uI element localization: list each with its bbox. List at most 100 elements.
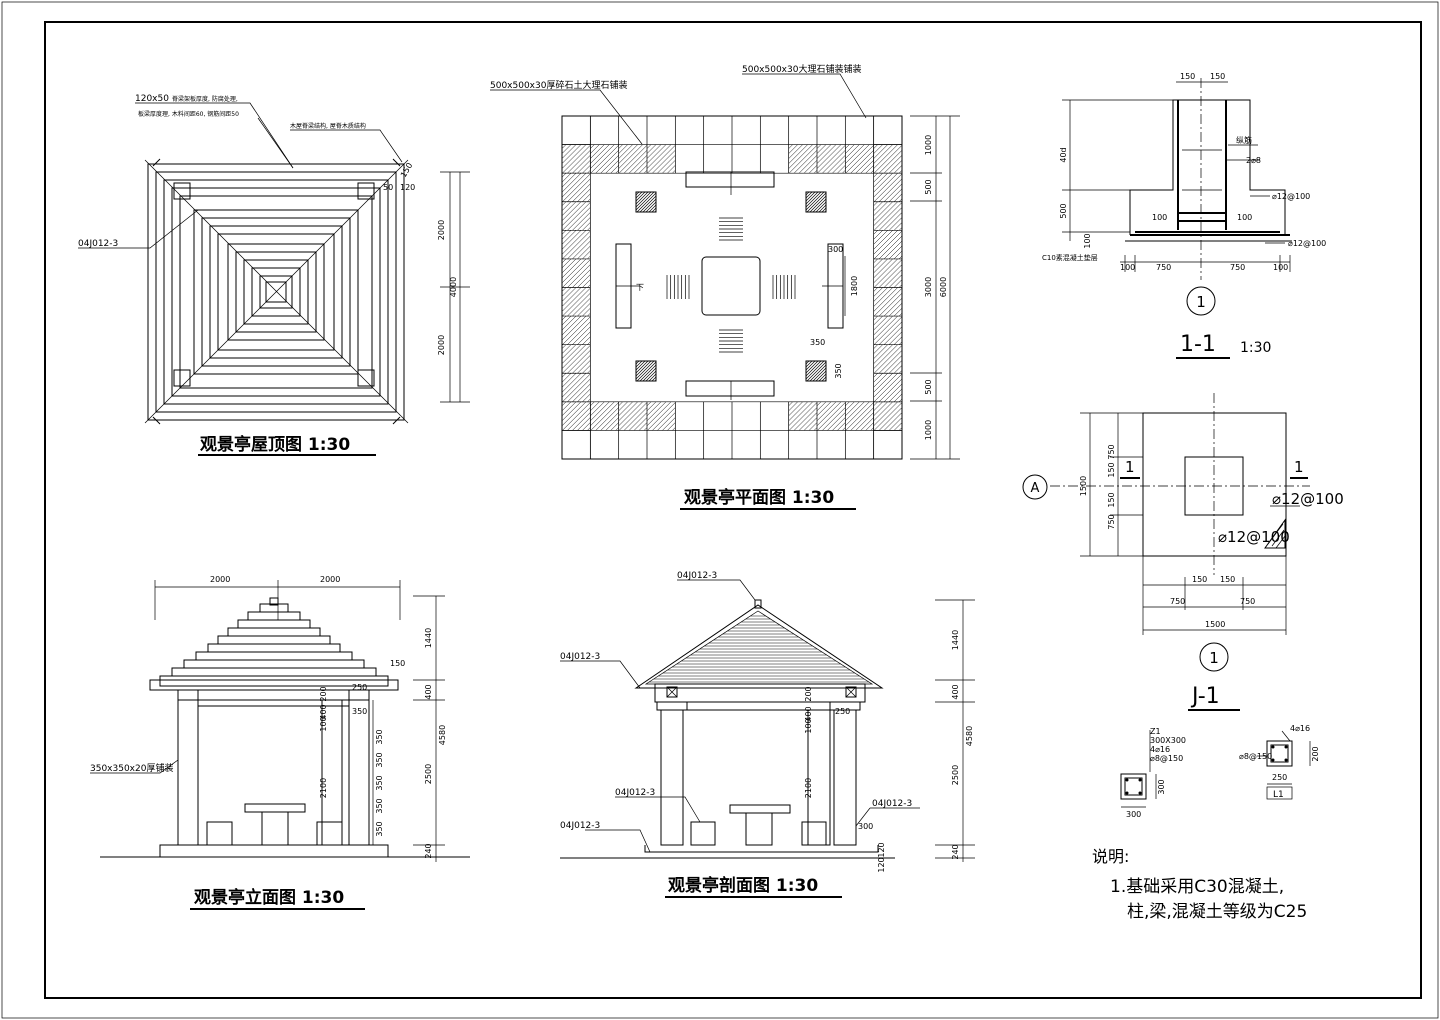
- section-view: 04J012-3 04J012-3 04J012-3 04J012-3 04J0…: [560, 571, 975, 898]
- tile-hatch: [643, 427, 648, 431]
- tile-hatch: [561, 144, 587, 169]
- tile-hatch: [873, 172, 898, 198]
- tile-hatch: [865, 165, 874, 174]
- tile-hatch: [878, 407, 903, 431]
- j1-rebar-a: ⌀12@100: [1272, 490, 1344, 508]
- tile-hatch: [562, 202, 591, 231]
- tile-hatch: [561, 287, 582, 307]
- tile-hatch: [572, 326, 591, 345]
- post-hatch: [809, 195, 827, 213]
- post-hatch: [809, 364, 827, 382]
- roof-ring: [259, 275, 293, 309]
- tile-hatch: [855, 155, 874, 174]
- plan-title: 观景亭平面图 1:30: [683, 487, 834, 508]
- s11-circle-label: 1: [1196, 293, 1206, 311]
- j1-dim-b150a: 150: [1192, 575, 1207, 584]
- tile-hatch: [562, 287, 591, 317]
- tile-hatch: [587, 370, 591, 374]
- elev-col-2100: 2100: [319, 778, 328, 798]
- tile-hatch: [873, 144, 893, 164]
- tile-hatch: [816, 401, 827, 412]
- tile-hatch: [562, 316, 591, 345]
- sect-dim-240: 240: [951, 844, 960, 859]
- post-hatch: [635, 191, 646, 202]
- tile-hatch: [561, 258, 577, 274]
- tile-hatch: [561, 144, 572, 154]
- tile-hatch: [567, 150, 591, 174]
- notes-line-2: 柱,梁,混凝土等级为C25: [1127, 902, 1307, 922]
- tile-hatch: [873, 287, 883, 297]
- tile-hatch: [590, 145, 619, 174]
- tile-hatch: [873, 201, 898, 226]
- tile-hatch: [883, 240, 903, 260]
- roof-dim-2000a: 2000: [437, 220, 446, 240]
- j1-dim-750a: 750: [1107, 444, 1116, 459]
- tile-hatch: [615, 427, 619, 431]
- tile-hatch: [883, 383, 903, 403]
- tile-hatch: [561, 287, 587, 312]
- tile-hatch: [788, 144, 803, 159]
- tile-hatch: [572, 269, 591, 288]
- sect-in-250: 250: [835, 707, 850, 716]
- tile-hatch: [595, 150, 619, 174]
- tile-hatch: [845, 144, 860, 159]
- sect-dim-400: 400: [951, 684, 960, 699]
- tile-hatch: [567, 407, 591, 431]
- elev-col-400: 400: [319, 704, 328, 719]
- tile-hatch: [888, 245, 903, 260]
- elev-col-350b: 350: [375, 752, 384, 767]
- tile-hatch: [878, 292, 903, 317]
- tile-hatch: [562, 145, 591, 174]
- tile-hatch: [562, 373, 591, 403]
- tile-hatch: [873, 373, 903, 403]
- tile-hatch: [577, 388, 591, 403]
- sect-ref-left: 04J012-3: [560, 652, 600, 662]
- sect-in-400: 400: [804, 706, 813, 721]
- post-hatch: [635, 360, 643, 368]
- tile-hatch: [577, 217, 591, 231]
- tile-hatch: [845, 401, 865, 422]
- tile-hatch: [567, 207, 591, 231]
- tile-hatch: [878, 350, 903, 374]
- tile-hatch: [873, 230, 903, 260]
- column-details: Z1 300X300 4⌀16 ⌀8@150 300 300 4⌀16 ⌀8@1…: [1120, 724, 1320, 819]
- roof-tier: [247, 611, 301, 621]
- tile-hatch: [561, 201, 577, 216]
- tile-hatch: [561, 344, 582, 364]
- tile-hatch: [561, 315, 587, 341]
- tile-hatch: [590, 401, 600, 412]
- notes-title: 说明:: [1092, 847, 1129, 866]
- roof-note-1b: 脊梁架板厚度, 防腐处理,: [172, 95, 238, 103]
- tile-hatch: [793, 407, 818, 431]
- tile-hatch: [837, 422, 846, 431]
- post-hatch: [636, 361, 657, 382]
- tile-hatch: [873, 230, 878, 235]
- tile-hatch: [618, 144, 638, 164]
- z1-stir: ⌀8@150: [1150, 754, 1183, 763]
- tile-hatch: [878, 207, 903, 231]
- tile-hatch: [646, 144, 667, 164]
- tile-hatch: [808, 165, 818, 174]
- tile-hatch: [822, 407, 846, 431]
- tile-hatch: [590, 402, 619, 431]
- z1-size: 300X300: [1150, 736, 1186, 745]
- roof-ring: [163, 179, 389, 405]
- tile-hatch: [873, 230, 893, 250]
- tile-hatch: [567, 264, 591, 288]
- tile-hatch: [618, 401, 633, 417]
- tile-hatch: [873, 344, 893, 364]
- tile-hatch: [898, 170, 903, 174]
- tile-hatch: [667, 165, 676, 174]
- post-hatch: [635, 360, 646, 371]
- post-hatch: [805, 360, 825, 380]
- post-hatch: [635, 360, 649, 374]
- tile-hatch: [898, 341, 903, 345]
- tile-hatch: [813, 170, 818, 174]
- tile-hatch: [561, 230, 577, 245]
- tile-hatch: [822, 150, 846, 174]
- post-hatch: [636, 192, 657, 213]
- j1-dim-750b: 750: [1107, 514, 1116, 529]
- post-hatch: [645, 370, 657, 382]
- tile-hatch: [873, 316, 903, 345]
- tile-hatch: [873, 144, 888, 159]
